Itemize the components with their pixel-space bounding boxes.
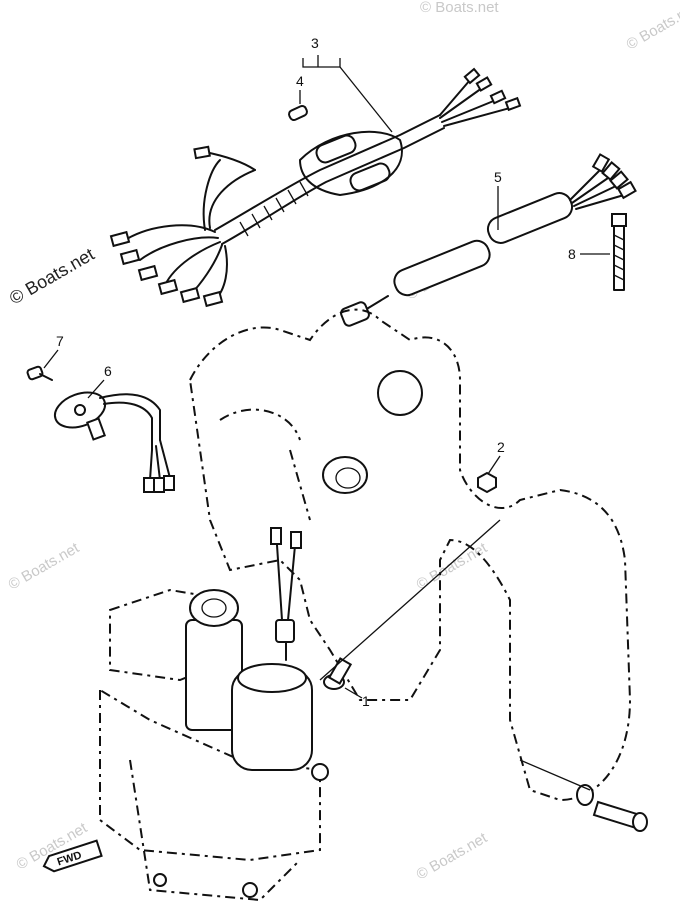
callout-5: 5 <box>494 169 502 185</box>
callout-2: 2 <box>497 439 505 455</box>
watermark: © Boats.net <box>414 539 491 593</box>
callout-6: 6 <box>104 363 112 379</box>
watermark: © Boats.net <box>6 539 83 593</box>
wiring-harness <box>109 67 522 308</box>
watermark: © Boats.net <box>624 0 680 53</box>
bottom-bolt-part <box>576 784 648 832</box>
nut-part <box>477 471 497 494</box>
fwd-arrow: FWD <box>42 839 103 873</box>
callout-4: 4 <box>296 73 304 89</box>
mount-bolt-part <box>323 657 353 690</box>
screw-part <box>26 365 53 381</box>
callout-1: 1 <box>362 693 370 709</box>
tilt-trim-unit <box>99 527 329 902</box>
watermark: © Boats.net <box>414 829 491 883</box>
leader-lines <box>43 55 610 791</box>
bolt-part <box>611 213 627 291</box>
callout-3: 3 <box>311 35 319 51</box>
clip-part <box>288 104 308 122</box>
callout-7: 7 <box>56 333 64 349</box>
sender-part <box>53 391 175 493</box>
watermark-group: © Boats.net © Boats.net © Boats.net © Bo… <box>6 0 680 883</box>
lead-wire <box>340 153 637 327</box>
callout-8: 8 <box>568 246 576 262</box>
watermark: © Boats.net <box>420 0 499 16</box>
clamp-bracket <box>188 308 632 802</box>
watermark-main: © Boats.net <box>6 244 98 308</box>
